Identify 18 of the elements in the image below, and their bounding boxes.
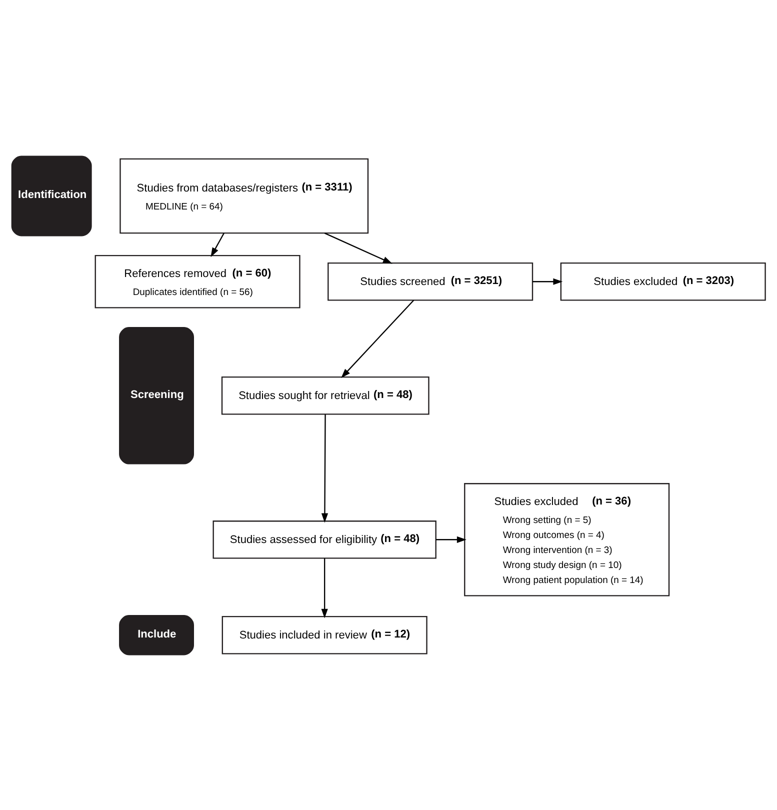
arrow — [341, 299, 414, 378]
arrow — [210, 232, 224, 257]
node-box: Studies assessed for eligibility (n = 48) — [212, 520, 436, 558]
node-box: Studies included in review (n = 12) — [222, 615, 428, 654]
node-box: Include — [119, 614, 194, 655]
node-box: Studies sought for retrieval (n = 48) — [221, 376, 430, 414]
arrow — [436, 536, 466, 542]
node-box: Studies excluded (n = 3203) — [560, 262, 766, 300]
node-box: Screening — [119, 326, 194, 464]
arrow — [532, 278, 563, 284]
arrow — [324, 232, 392, 264]
node-box: Identification — [11, 155, 92, 236]
node-box: Studies excluded (n = 36) Wrong setting (n = 5) Wrong outcomes (n = 4) Wrong intervention (n = 3) Wrong study design (n = 10) Wrong patient population (n = 14) — [464, 482, 670, 596]
node-box: Studies screened (n = 3251) — [328, 262, 534, 300]
arrow — [321, 558, 328, 618]
node-box: References removed (n = 60) Duplicates identified (n = 56) — [94, 254, 300, 308]
arrow — [321, 414, 328, 522]
node-box: Studies from databases/registers (n = 3311) MEDLINE (n = 64) — [120, 158, 369, 234]
